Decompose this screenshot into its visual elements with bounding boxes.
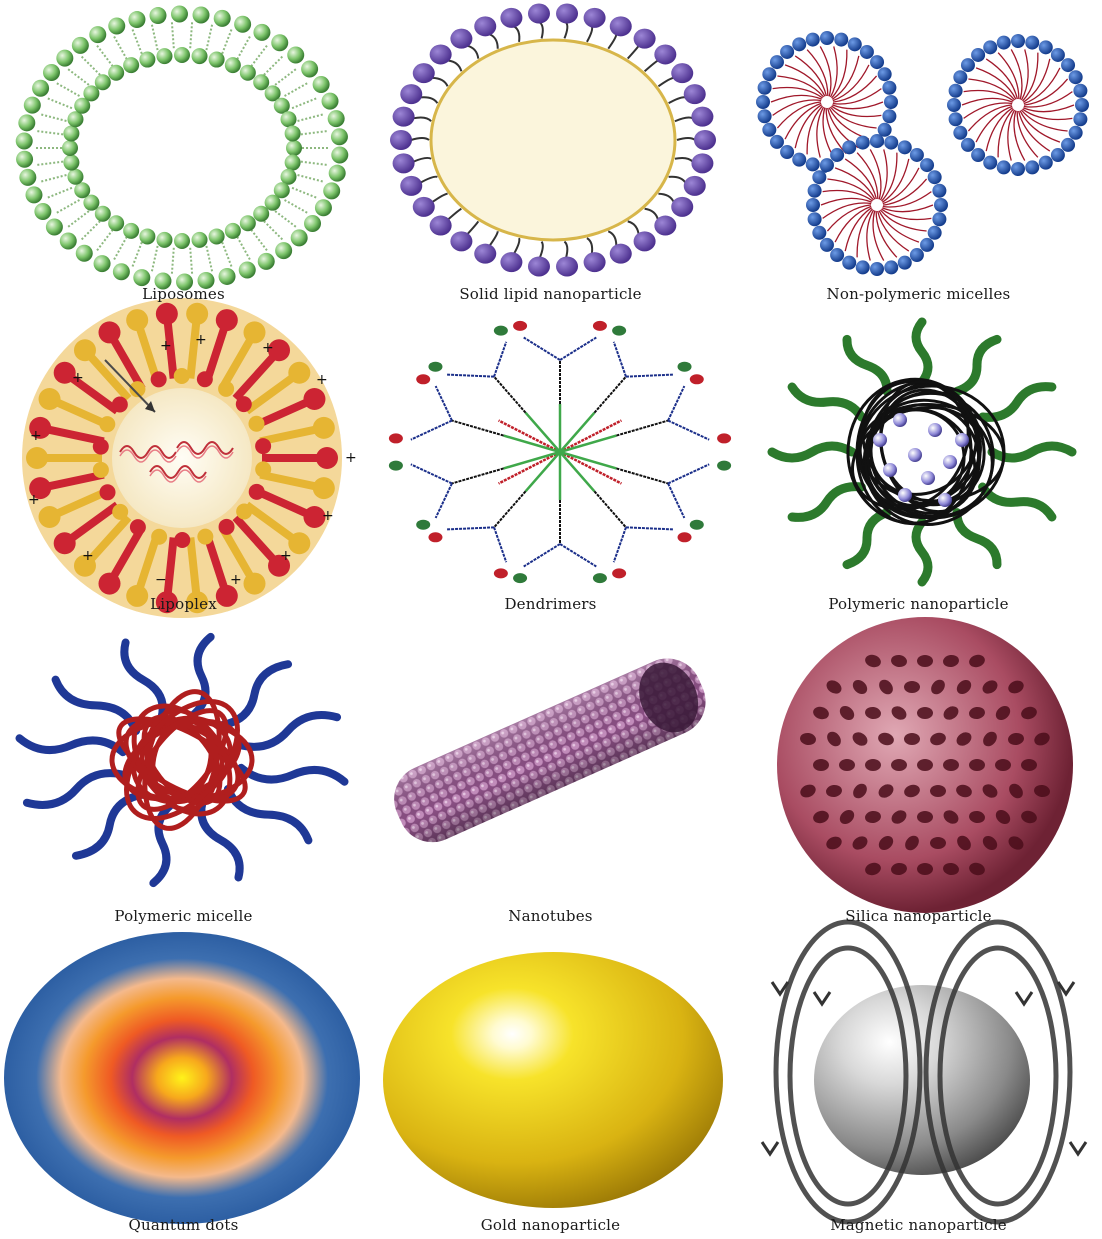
- caption-lipoplex: Lipoplex: [0, 595, 367, 613]
- polymeric-micelle-icon: [20, 637, 345, 883]
- lipoplex-icon: + + + + + + + + + + + − +: [22, 298, 357, 618]
- charge-sign: +: [345, 450, 357, 466]
- caption-solid-lipid-nanoparticle: Solid lipid nanoparticle: [367, 285, 734, 303]
- non-polymeric-micelle-icon: [756, 31, 1089, 276]
- caption-nanotubes: Nanotubes: [367, 907, 734, 925]
- caption-polymeric-nanoparticle: Polymeric nanoparticle: [735, 595, 1102, 613]
- charge-sign: −: [155, 572, 167, 588]
- caption-liposomes: Liposomes: [0, 285, 367, 303]
- charge-sign: +: [28, 492, 40, 508]
- caption-gold-nanoparticle: Gold nanoparticle: [367, 1216, 734, 1234]
- quantum-dot-icon: [4, 932, 360, 1224]
- caption-non-polymeric-micelles: Non-polymeric micelles: [735, 285, 1102, 303]
- silica-nanoparticle-icon: [777, 617, 1073, 913]
- charge-sign: +: [322, 508, 334, 524]
- charge-sign: +: [280, 548, 292, 564]
- charge-sign: +: [316, 372, 328, 388]
- caption-dendrimers: Dendrimers: [367, 595, 734, 613]
- charge-sign: +: [262, 340, 274, 356]
- charge-sign: +: [30, 428, 42, 444]
- charge-sign: +: [72, 370, 84, 386]
- charge-sign: +: [82, 548, 94, 564]
- charge-sign: +: [195, 332, 207, 348]
- solid-lipid-nanoparticle-icon: [390, 4, 716, 277]
- caption-magnetic-nanoparticle: Magnetic nanoparticle: [735, 1216, 1102, 1234]
- caption-silica-nanoparticle: Silica nanoparticle: [735, 907, 1102, 925]
- polymeric-nanoparticle-icon: [772, 322, 1072, 582]
- magnetic-nanoparticle-icon: [762, 922, 1086, 1222]
- caption-quantum-dots: Quantum dots: [0, 1216, 367, 1234]
- charge-sign: +: [230, 572, 242, 588]
- nanotube-icon: [383, 648, 716, 853]
- caption-polymeric-micelle: Polymeric micelle: [0, 907, 367, 925]
- charge-sign: +: [160, 338, 172, 354]
- liposome-icon: [16, 6, 349, 291]
- dendrimer-icon: [389, 321, 731, 583]
- gold-nanoparticle-icon: [383, 952, 723, 1208]
